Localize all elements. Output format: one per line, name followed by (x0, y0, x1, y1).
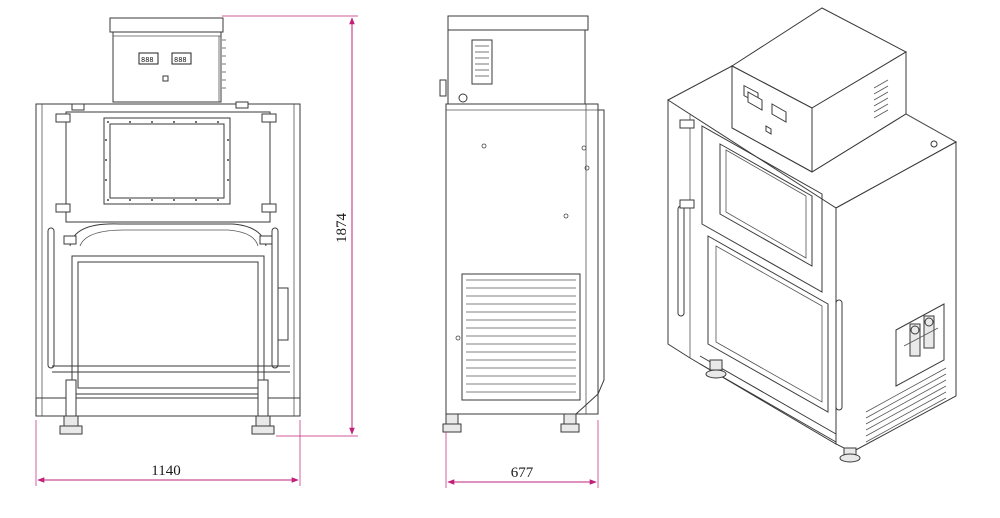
iso-side-louvers (865, 367, 947, 443)
front-control-box: 888 888 (109, 17, 226, 103)
switch-icon (162, 75, 169, 82)
side-depth-dimension-label: 677 (511, 465, 534, 481)
isometric-view (667, 7, 958, 463)
svg-text:888: 888 (174, 56, 187, 64)
side-louvers (461, 273, 581, 401)
iso-feet (705, 359, 861, 463)
svg-text:888: 888 (141, 56, 154, 64)
display-panel-right (171, 52, 192, 65)
iso-control-box (731, 7, 908, 173)
iso-box-vent (873, 79, 889, 119)
height-dimension-label: 1874 (334, 213, 350, 244)
front-view: 888 888 (35, 17, 301, 435)
display-panel-left (138, 52, 159, 65)
side-control-box (439, 15, 589, 105)
side-view (439, 15, 605, 433)
iso-main-body (667, 65, 958, 453)
front-width-dimension: 1140 (35, 420, 301, 486)
iso-observation-window (719, 143, 813, 267)
front-feet (59, 415, 275, 435)
front-observation-window (103, 117, 231, 205)
front-body (35, 101, 301, 435)
air-filter-regulator (895, 303, 945, 387)
side-feet (442, 413, 580, 433)
side-depth-dimension: 677 (445, 420, 599, 488)
height-dimension: 1874 (222, 15, 358, 437)
side-top-vent (471, 39, 493, 85)
front-width-dimension-label: 1140 (151, 463, 180, 479)
